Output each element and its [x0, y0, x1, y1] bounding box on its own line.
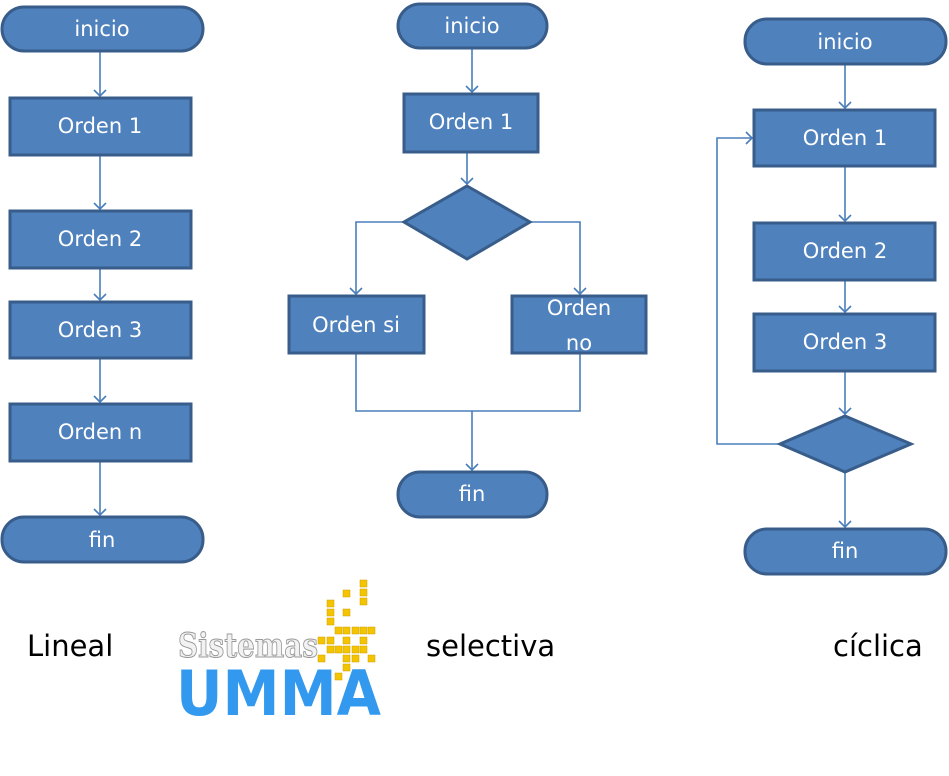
sistemas-umma-logo: Sistemas UMMA — [176, 579, 381, 730]
process-box — [752, 312, 937, 373]
logo-square — [342, 654, 351, 663]
process-box — [752, 108, 937, 168]
start-terminal — [743, 17, 948, 66]
logo-square — [351, 645, 360, 654]
logo-square — [317, 654, 326, 663]
logo-square — [359, 588, 368, 597]
decision-diamond — [401, 184, 533, 261]
logo-square — [342, 663, 351, 672]
logo-square — [334, 645, 343, 654]
logo-square — [326, 608, 335, 617]
start-terminal — [396, 2, 549, 50]
process-box — [8, 300, 193, 360]
logo-square — [359, 626, 368, 635]
logo-square — [351, 654, 360, 663]
logo-square — [359, 597, 368, 606]
end-terminal — [0, 515, 205, 564]
start-label: inicio — [74, 17, 129, 41]
logo-square — [342, 636, 351, 645]
lineal-flowchart: inicio Orden 1 Orden 2 Orden 3 Orden n f… — [0, 5, 205, 663]
logo-square — [317, 636, 326, 645]
process-label: Orden 1 — [803, 126, 887, 150]
logo-text-sistemas: Sistemas — [178, 626, 318, 666]
end-terminal — [743, 527, 948, 576]
ciclica-caption: cíclica — [833, 629, 923, 663]
logo-text-umma: UMMA — [176, 657, 381, 730]
logo-square — [367, 626, 376, 635]
ciclica-flowchart: inicio Orden 1 Orden 2 Orden 3 fin cícli… — [716, 17, 948, 663]
process-label: Orden 1 — [429, 110, 513, 134]
logo-square — [359, 636, 368, 645]
end-label: fin — [89, 528, 116, 552]
process-box-no — [510, 294, 648, 355]
end-terminal — [396, 470, 549, 519]
process-box — [402, 92, 540, 154]
logo-square — [326, 645, 335, 654]
start-label: inicio — [817, 30, 872, 54]
logo-square — [359, 645, 368, 654]
logo-square — [326, 599, 335, 608]
logo-square — [326, 636, 335, 645]
process-label: Orden n — [58, 420, 142, 444]
logo-square — [326, 617, 335, 626]
process-label: Orden si — [312, 313, 400, 337]
logo-square — [351, 626, 360, 635]
process-label: Orden 2 — [803, 239, 887, 263]
process-box — [8, 209, 193, 270]
selectiva-flowchart: inicio Orden 1 Orden si Orden no fin sel… — [287, 2, 648, 663]
logo-square — [334, 626, 343, 635]
process-label: Orden — [547, 296, 611, 320]
end-label: fin — [459, 482, 486, 506]
process-box — [752, 221, 937, 282]
start-terminal — [0, 5, 205, 53]
lineal-caption: Lineal — [27, 629, 113, 663]
logo-square — [342, 645, 351, 654]
logo-square — [342, 589, 351, 598]
logo-square — [367, 654, 376, 663]
end-label: fin — [832, 539, 859, 563]
start-label: inicio — [444, 14, 499, 38]
decision-diamond — [776, 414, 915, 474]
process-label: Orden 2 — [58, 227, 142, 251]
selectiva-caption: selectiva — [426, 629, 555, 663]
process-label: Orden 3 — [803, 330, 887, 354]
logo-square — [342, 626, 351, 635]
process-label: Orden 3 — [58, 318, 142, 342]
process-label: no — [566, 331, 592, 355]
process-label: Orden 1 — [58, 114, 142, 138]
logo-square — [334, 672, 343, 681]
process-box — [8, 96, 193, 157]
logo-square — [359, 579, 368, 588]
process-box — [8, 402, 193, 463]
logo-square — [342, 608, 351, 617]
process-box-yes — [287, 294, 426, 355]
